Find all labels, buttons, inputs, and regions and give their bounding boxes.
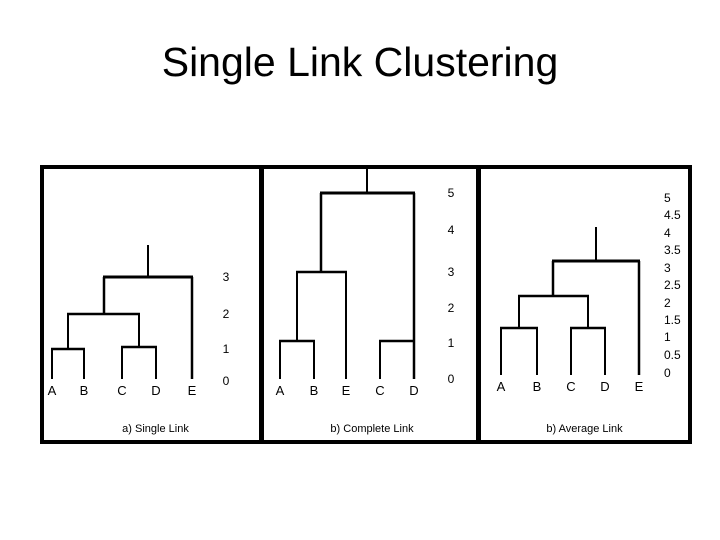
leaf-label: C xyxy=(566,379,575,394)
tick-label: 4 xyxy=(664,226,671,240)
panel-caption: b) Complete Link xyxy=(330,423,414,435)
leaf-label: B xyxy=(533,379,542,394)
panel-caption: a) Single Link xyxy=(122,423,189,435)
leaf-label: E xyxy=(188,383,197,398)
panel-single-link: A B C D E 3 2 1 0 a) Single Link xyxy=(44,169,259,440)
clustering-figure: A B C D E 3 2 1 0 a) Single Link xyxy=(40,165,692,444)
leaf-label: A xyxy=(48,383,57,398)
dendrogram-average-link: A B C D E 5 4.5 4 3.5 3 2.5 2 1.5 1 0.5 … xyxy=(497,191,681,394)
tick-label: 2 xyxy=(448,301,455,315)
panel-caption: b) Average Link xyxy=(546,423,623,435)
tick-label: 5 xyxy=(448,186,455,200)
dendrogram-complete-link: A B E C D 5 4 3 2 1 0 xyxy=(276,169,455,398)
leaf-label: A xyxy=(497,379,506,394)
tick-label: 0.5 xyxy=(664,348,681,362)
dendrogram-single-link: A B C D E 3 2 1 0 xyxy=(48,245,230,398)
tick-label: 2 xyxy=(223,307,230,321)
tick-label: 1 xyxy=(223,342,230,356)
page-title: Single Link Clustering xyxy=(161,39,559,85)
leaf-label: D xyxy=(409,383,418,398)
leaf-label: B xyxy=(310,383,319,398)
panel-divider xyxy=(476,169,481,440)
leaf-label: C xyxy=(117,383,126,398)
panel-average-link: A B C D E 5 4.5 4 3.5 3 2.5 2 1.5 1 0.5 … xyxy=(481,169,688,440)
leaf-label: A xyxy=(276,383,285,398)
tick-label: 3 xyxy=(448,265,455,279)
tick-label: 2.5 xyxy=(664,278,681,292)
leaf-label: D xyxy=(151,383,160,398)
tick-label: 0 xyxy=(223,374,230,388)
tick-label: 5 xyxy=(664,191,671,205)
tick-label: 0 xyxy=(664,366,671,380)
tick-label: 4.5 xyxy=(664,208,681,222)
tick-label: 3 xyxy=(664,261,671,275)
tick-label: 1.5 xyxy=(664,313,681,327)
tick-label: 3 xyxy=(223,270,230,284)
leaf-label: D xyxy=(600,379,609,394)
leaf-label: B xyxy=(80,383,89,398)
tick-label: 1 xyxy=(664,330,671,344)
tick-label: 1 xyxy=(448,336,455,350)
tick-label: 2 xyxy=(664,296,671,310)
panel-complete-link: A B E C D 5 4 3 2 1 0 b) Complete Link xyxy=(264,169,476,440)
tick-label: 0 xyxy=(448,372,455,386)
tick-label: 4 xyxy=(448,223,455,237)
tick-label: 3.5 xyxy=(664,243,681,257)
leaf-label: C xyxy=(375,383,384,398)
leaf-label: E xyxy=(635,379,644,394)
panel-divider xyxy=(259,169,264,440)
leaf-label: E xyxy=(342,383,351,398)
